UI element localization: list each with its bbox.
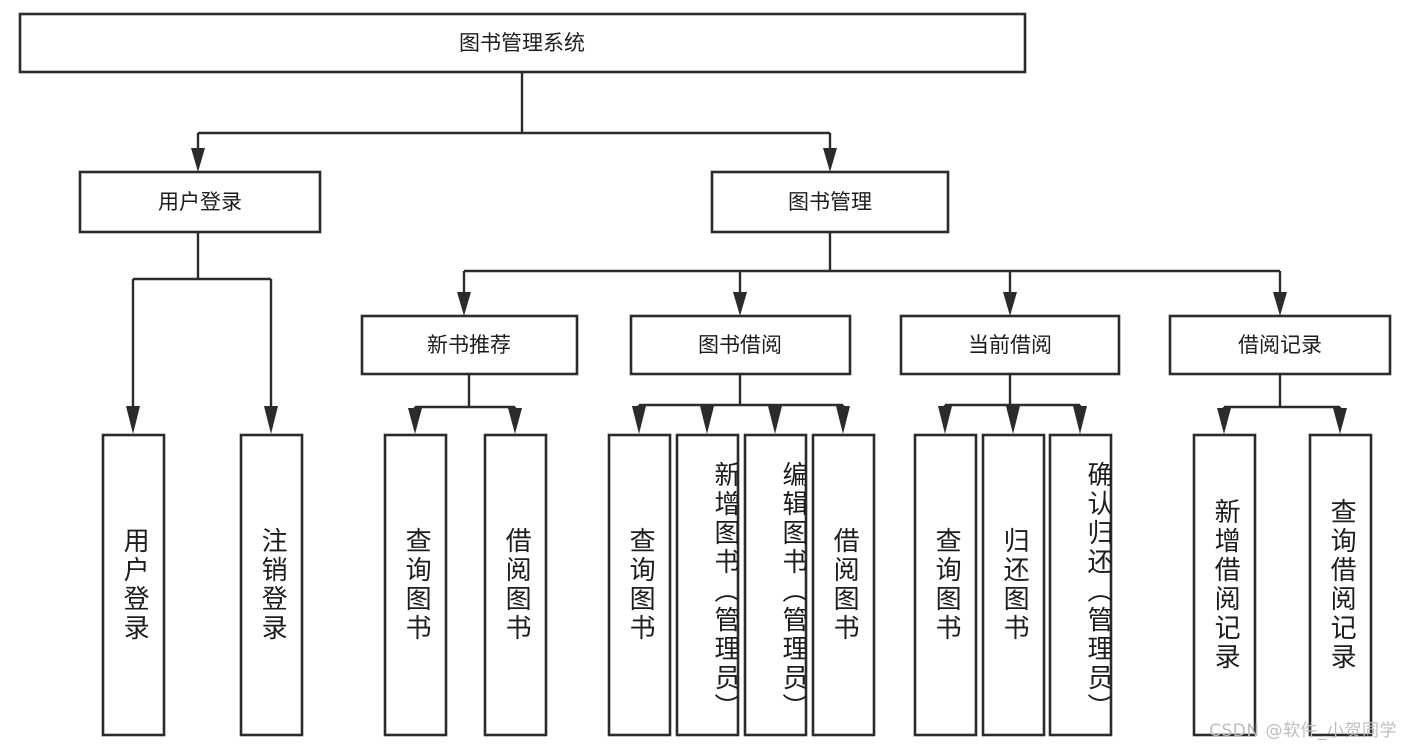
node-current-borrow-box[interactable] bbox=[899, 314, 1121, 376]
node-borrow-record-label: 借阅记录 bbox=[1238, 333, 1322, 357]
node-borrow-record[interactable]: 借阅记录 bbox=[1168, 314, 1392, 376]
leaf-current-borrow-return-fo: 归还图书 bbox=[999, 527, 1030, 643]
leaf-user-login-logout[interactable]: 注销登录 bbox=[239, 433, 304, 737]
leaf-new-book-query-label: 查询图书 bbox=[401, 527, 432, 643]
leaf-user-login-login-label: 用户登录 bbox=[119, 527, 150, 643]
leaf-current-borrow-confirm-box[interactable] bbox=[1048, 433, 1113, 737]
arrow-head-leaf-book-borrow-3 bbox=[768, 406, 782, 434]
arrow-head-leaf-current-borrow-3 bbox=[1073, 406, 1087, 434]
node-borrow-record-box[interactable] bbox=[1168, 314, 1392, 376]
leaf-book-borrow-add[interactable]: 新增图书（管理员） bbox=[675, 433, 740, 737]
leaf-borrow-record-query[interactable]: 查询借阅记录 bbox=[1308, 433, 1373, 737]
arrow-head-leaf-new-book-2 bbox=[508, 408, 522, 434]
arrow-head-leaf-new-book-1 bbox=[408, 408, 422, 434]
leaf-user-login-logout-box[interactable] bbox=[239, 433, 304, 737]
leaf-borrow-record-query-box[interactable] bbox=[1308, 433, 1373, 737]
node-root-system-label: 图书管理系统 bbox=[459, 31, 585, 55]
arrow-head-leaf-borrow-record-1 bbox=[1217, 408, 1231, 434]
node-book-manage-box[interactable] bbox=[710, 170, 950, 234]
node-book-borrow-label: 图书借阅 bbox=[698, 333, 782, 357]
leaf-user-login-login-box[interactable] bbox=[101, 433, 166, 737]
arrow-head-leaf-book-borrow-2 bbox=[700, 406, 714, 434]
leaf-book-borrow-borrow-label: 借阅图书 bbox=[829, 527, 860, 643]
leaf-borrow-record-query-label: 查询借阅记录 bbox=[1326, 498, 1357, 672]
node-root-system[interactable]: 图书管理系统 bbox=[18, 12, 1027, 74]
leaf-borrow-record-add-fo: 新增借阅记录 bbox=[1210, 498, 1241, 672]
leaf-current-borrow-query[interactable]: 查询图书 bbox=[913, 433, 978, 737]
leaf-book-borrow-borrow-fo: 借阅图书 bbox=[829, 527, 860, 643]
arrow-head-leaf-user-login-2 bbox=[264, 406, 278, 434]
leaf-book-borrow-add-box[interactable] bbox=[675, 433, 740, 737]
leaf-book-borrow-edit-fo: 编辑图书（管理员） bbox=[778, 460, 806, 722]
leaf-book-borrow-edit-box[interactable] bbox=[743, 433, 808, 737]
arrow-head-borrow-record bbox=[1273, 292, 1287, 316]
leaf-borrow-record-query-fo: 查询借阅记录 bbox=[1326, 498, 1357, 672]
node-new-book-recommend[interactable]: 新书推荐 bbox=[360, 314, 579, 376]
leaf-book-borrow-add-fo: 新增图书（管理员） bbox=[710, 460, 738, 722]
leaf-book-borrow-query[interactable]: 查询图书 bbox=[607, 433, 672, 737]
node-user-login[interactable]: 用户登录 bbox=[78, 170, 322, 234]
leaf-current-borrow-confirm-fo: 确认归还（管理员） bbox=[1083, 460, 1111, 722]
leaf-user-login-logout-fo: 注销登录 bbox=[257, 527, 288, 643]
node-book-manage[interactable]: 图书管理 bbox=[710, 170, 950, 234]
leaf-book-borrow-borrow[interactable]: 借阅图书 bbox=[811, 433, 876, 737]
leaf-borrow-record-add-label: 新增借阅记录 bbox=[1210, 498, 1241, 672]
csdn-watermark: CSDN @软件_小贺同学 bbox=[1209, 721, 1397, 741]
leaf-book-borrow-query-box[interactable] bbox=[607, 433, 672, 737]
node-book-borrow-box[interactable] bbox=[629, 314, 852, 376]
arrow-head-leaf-book-borrow-4 bbox=[836, 406, 850, 434]
arrow-head-book-borrow bbox=[733, 292, 747, 316]
leaf-current-borrow-confirm-label: 确认归还（管理员） bbox=[1083, 460, 1111, 722]
node-new-book-recommend-box[interactable] bbox=[360, 314, 579, 376]
node-current-borrow[interactable]: 当前借阅 bbox=[899, 314, 1121, 376]
arrow-head-leaf-borrow-record-2 bbox=[1333, 408, 1347, 434]
leaf-book-borrow-edit-label: 编辑图书（管理员） bbox=[778, 460, 806, 722]
arrow-head-book-manage bbox=[823, 148, 837, 172]
leaf-book-borrow-borrow-box[interactable] bbox=[811, 433, 876, 737]
leaf-new-book-query[interactable]: 查询图书 bbox=[383, 433, 448, 737]
leaf-current-borrow-return[interactable]: 归还图书 bbox=[981, 433, 1046, 737]
node-root-system-box[interactable] bbox=[18, 12, 1027, 74]
leaf-current-borrow-query-box[interactable] bbox=[913, 433, 978, 737]
leaf-current-borrow-query-label: 查询图书 bbox=[931, 527, 962, 643]
leaf-new-book-borrow-fo: 借阅图书 bbox=[501, 527, 532, 643]
leaf-new-book-borrow-label: 借阅图书 bbox=[501, 527, 532, 643]
leaf-book-borrow-query-fo: 查询图书 bbox=[625, 527, 656, 643]
node-user-login-box[interactable] bbox=[78, 170, 322, 234]
arrow-head-new-book bbox=[457, 292, 471, 316]
arrow-head-leaf-book-borrow-1 bbox=[632, 406, 646, 434]
arrow-head-user-login bbox=[191, 148, 205, 172]
leaf-book-borrow-edit[interactable]: 编辑图书（管理员） bbox=[743, 433, 808, 737]
node-book-borrow[interactable]: 图书借阅 bbox=[629, 314, 852, 376]
leaf-new-book-query-fo: 查询图书 bbox=[401, 527, 432, 643]
leaf-current-borrow-return-box[interactable] bbox=[981, 433, 1046, 737]
arrow-head-current-borrow bbox=[1003, 292, 1017, 316]
arrow-head-leaf-current-borrow-2 bbox=[1006, 406, 1020, 434]
node-book-manage-label: 图书管理 bbox=[788, 190, 872, 214]
leaf-book-borrow-query-label: 查询图书 bbox=[625, 527, 656, 643]
leaf-new-book-query-box[interactable] bbox=[383, 433, 448, 737]
leaf-current-borrow-return-label: 归还图书 bbox=[999, 527, 1030, 643]
leaf-borrow-record-add[interactable]: 新增借阅记录 bbox=[1192, 433, 1257, 737]
arrow-head-leaf-current-borrow-1 bbox=[938, 406, 952, 434]
leaf-new-book-borrow-box[interactable] bbox=[483, 433, 548, 737]
connector-group bbox=[126, 72, 1347, 434]
leaf-current-borrow-confirm[interactable]: 确认归还（管理员） bbox=[1048, 433, 1113, 737]
leaf-user-login-login-fo: 用户登录 bbox=[119, 527, 150, 643]
leaf-borrow-record-add-box[interactable] bbox=[1192, 433, 1257, 737]
node-current-borrow-label: 当前借阅 bbox=[968, 333, 1052, 357]
node-user-login-label: 用户登录 bbox=[158, 190, 242, 214]
node-new-book-recommend-label: 新书推荐 bbox=[427, 333, 511, 357]
arrow-head-leaf-user-login-1 bbox=[126, 406, 140, 434]
leaf-user-login-login[interactable]: 用户登录 bbox=[101, 433, 166, 737]
leaf-new-book-borrow[interactable]: 借阅图书 bbox=[483, 433, 548, 737]
leaf-user-login-logout-label: 注销登录 bbox=[257, 527, 288, 643]
leaf-book-borrow-add-label: 新增图书（管理员） bbox=[710, 460, 738, 722]
leaf-current-borrow-query-fo: 查询图书 bbox=[931, 527, 962, 643]
